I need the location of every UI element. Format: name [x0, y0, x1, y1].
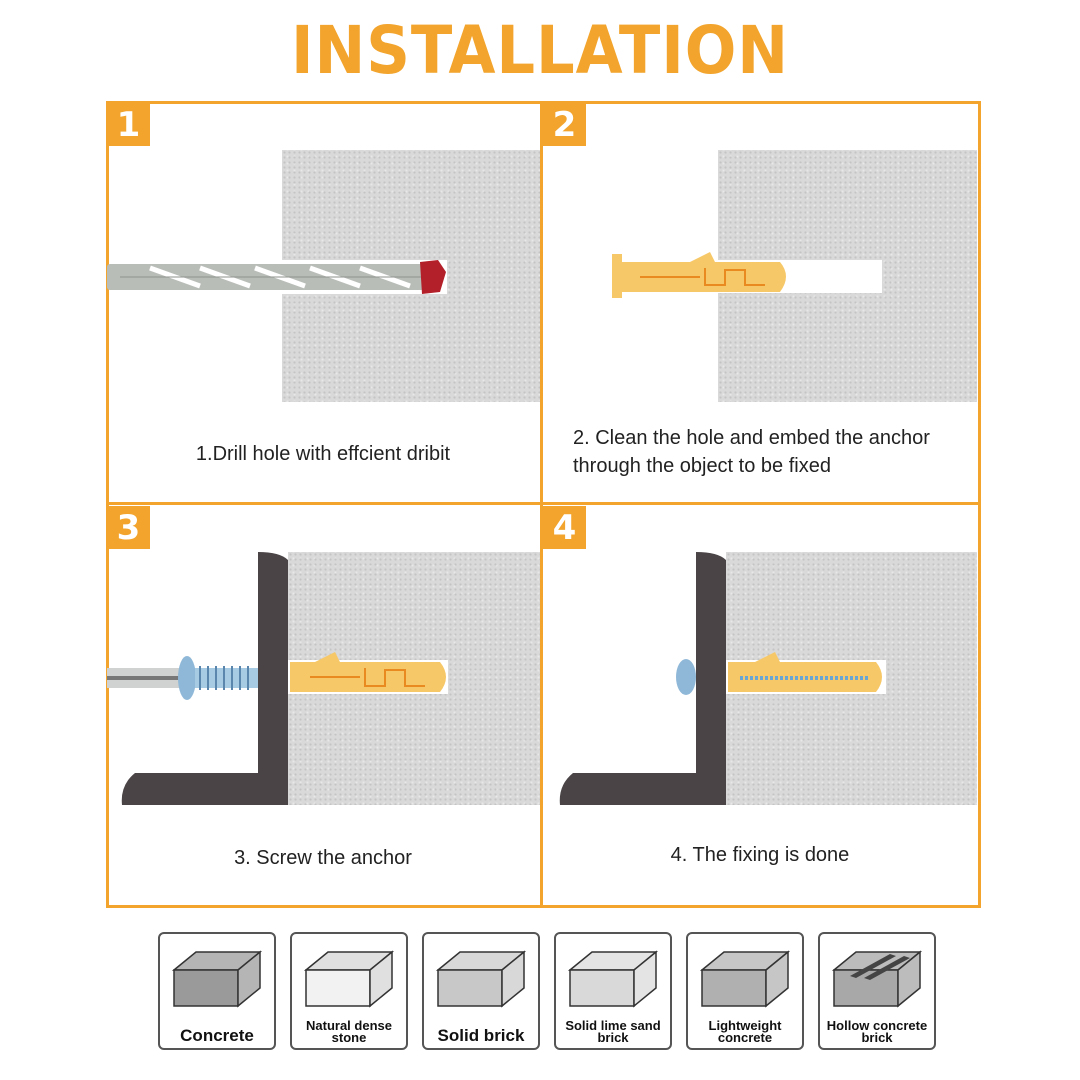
- screwdriver-icon: [107, 668, 179, 688]
- fixed-anchor-icon: [676, 652, 882, 695]
- drill-bit-icon: [107, 260, 447, 294]
- step-3-badge: 3: [107, 506, 150, 549]
- hollow-concrete-brick-block-icon: [831, 950, 923, 1008]
- material-card-concrete: Concrete: [158, 932, 276, 1050]
- l-bracket-icon: [559, 552, 726, 805]
- natural-dense-stone-block-icon: [303, 950, 395, 1008]
- step-2-caption-line-1: 2. Clean the hole and embed the anchor: [573, 427, 930, 449]
- step-3-caption: 3. Screw the anchor: [234, 847, 412, 869]
- step-2-badge: 2: [543, 103, 586, 146]
- step-4-badge: 4: [543, 506, 586, 549]
- lightweight-concrete-block-icon: [699, 950, 791, 1008]
- step-1-badge: 1: [107, 103, 150, 146]
- concrete-block-icon: [171, 950, 263, 1008]
- step-4-caption: 4. The fixing is done: [670, 844, 850, 866]
- wall-anchor-icon: [612, 252, 786, 298]
- wall-anchor-icon: [290, 652, 446, 692]
- screw-icon: [178, 656, 258, 700]
- solid-brick-block-icon: [435, 950, 527, 1008]
- step-1-caption: 1.Drill hole with effcient dribit: [195, 443, 451, 465]
- material-label: Concrete: [180, 1026, 254, 1045]
- material-card-solid-brick: Solid brick: [422, 932, 540, 1050]
- step-2-caption-line-2: through the object to be fixed: [573, 455, 831, 477]
- solid-lime-sand-brick-block-icon: [567, 950, 659, 1008]
- l-bracket-icon: [121, 552, 288, 805]
- grid-divider-horizontal: [106, 502, 980, 505]
- material-label: Solid brick: [437, 1026, 525, 1045]
- page-title: INSTALLATION: [290, 12, 789, 89]
